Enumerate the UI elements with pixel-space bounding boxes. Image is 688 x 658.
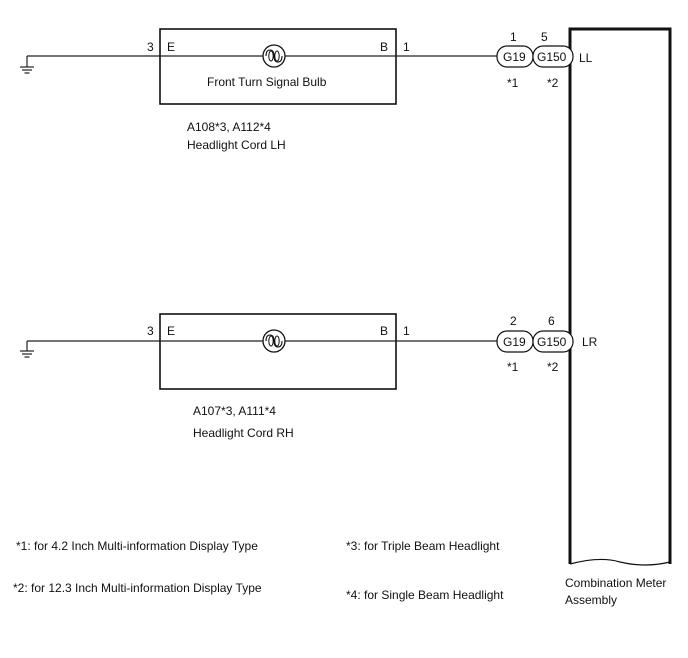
connector-g150-name-lh: G150 (537, 50, 567, 64)
connector-g19-name-rh: G19 (503, 335, 526, 349)
pin-b-number-rh: 1 (403, 324, 410, 338)
headlight-cord-lh-box (159, 28, 397, 105)
connector-g19-name-lh: G19 (503, 50, 526, 64)
connector-g19-note-rh: *1 (507, 360, 519, 374)
pin-e-number-rh: 3 (147, 324, 154, 338)
connector-g150-pin-rh: 6 (548, 314, 555, 328)
pin-e-number-lh: 3 (147, 40, 154, 54)
ground-symbol-lh (20, 56, 34, 74)
connector-g150-note-lh: *2 (547, 76, 559, 90)
footnote-4: *4: for Single Beam Headlight (346, 588, 504, 602)
ground-symbol-rh (20, 341, 34, 358)
connector-g19-pin-lh: 1 (510, 30, 517, 44)
part-name-lh: Headlight Cord LH (187, 138, 286, 152)
meter-name-line1: Combination Meter (565, 576, 666, 590)
meter-name-line2: Assembly (565, 593, 617, 607)
pin-e-label-rh: E (167, 324, 175, 338)
pin-b-label-lh: B (380, 40, 388, 54)
pin-b-label-rh: B (380, 324, 388, 338)
meter-break-line (569, 558, 671, 566)
bulb-icon (262, 329, 286, 353)
footnote-2: *2: for 12.3 Inch Multi-information Disp… (13, 581, 262, 595)
combination-meter-block (568, 27, 672, 564)
bulb-icon (262, 44, 286, 68)
bulb-label: Front Turn Signal Bulb (207, 75, 327, 89)
part-codes-rh: A107*3, A111*4 (193, 404, 276, 418)
connector-g150-lh (532, 45, 574, 68)
part-name-rh: Headlight Cord RH (193, 426, 294, 440)
pin-b-number-lh: 1 (403, 40, 410, 54)
connector-g19-note-lh: *1 (507, 76, 519, 90)
connector-g150-note-rh: *2 (547, 360, 559, 374)
footnote-3: *3: for Triple Beam Headlight (346, 539, 500, 553)
connector-g150-rh (532, 330, 574, 353)
connector-g150-pin-lh: 5 (541, 30, 548, 44)
connector-g19-pin-rh: 2 (510, 314, 517, 328)
pin-e-label-lh: E (167, 40, 175, 54)
signal-label-lr: LR (582, 335, 598, 349)
signal-label-ll: LL (579, 51, 593, 65)
footnote-1: *1: for 4.2 Inch Multi-information Displ… (16, 539, 258, 553)
circuit-lh: 3 E B 1 Front Turn Signal Bulb A108*3, A… (20, 28, 593, 152)
connector-g150-name-rh: G150 (537, 335, 567, 349)
part-codes-lh: A108*3, A112*4 (187, 120, 271, 134)
circuit-rh: 3 E B 1 A107*3, A111*4 Headlight Cord RH… (20, 313, 598, 440)
